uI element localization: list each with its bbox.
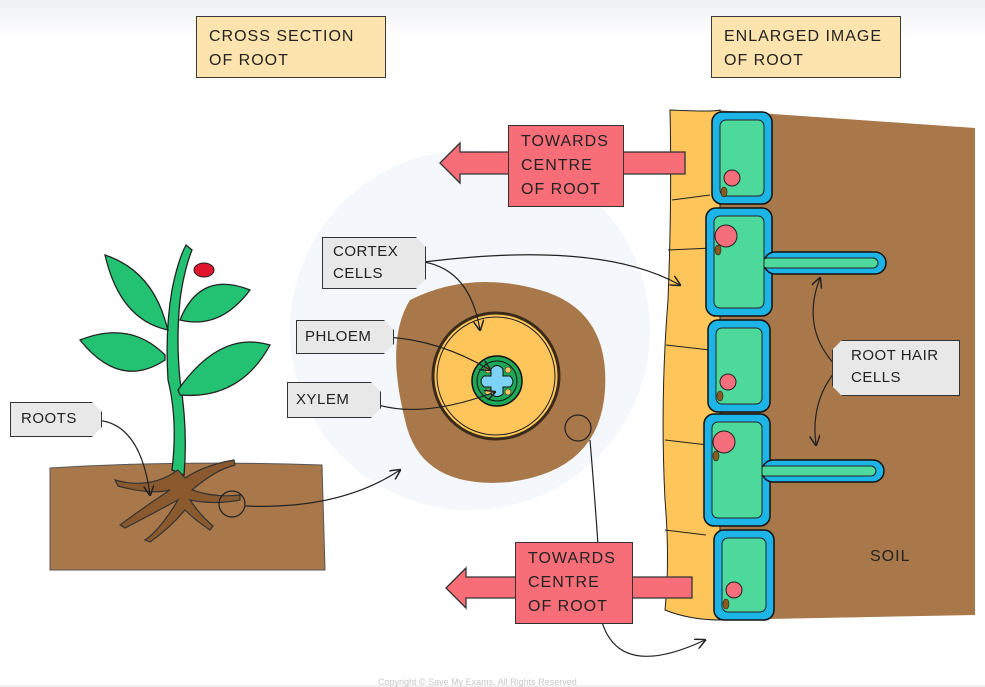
stem — [166, 243, 193, 476]
mitochondrion — [714, 244, 722, 256]
connector-lines — [92, 254, 839, 657]
root-hair-cytoplasm — [759, 465, 877, 477]
plant-illustration — [49, 243, 326, 571]
leaf — [78, 332, 166, 372]
nucleus — [725, 581, 743, 599]
copyright-text: Copyright © Save My Exams. All Rights Re… — [378, 677, 577, 687]
zoom-circle — [564, 414, 592, 442]
mitochondrion — [716, 390, 724, 402]
zoom-circle — [218, 490, 246, 518]
label-soil: SOIL — [870, 548, 911, 565]
label-roots: ROOTS — [10, 402, 102, 437]
phloem-dot — [504, 366, 512, 374]
root-hair-cytoplasm — [761, 257, 879, 269]
leaf — [179, 283, 252, 323]
towards-centre-label-top: TOWARDS CENTRE OF ROOT — [508, 125, 624, 207]
title-cross-section: CROSS SECTION OF ROOT — [196, 16, 386, 78]
soil-block — [49, 462, 326, 571]
phloem-dot — [504, 388, 512, 396]
mitochondrion — [720, 186, 728, 198]
cytoplasm — [715, 327, 763, 405]
cytoplasm — [719, 119, 765, 197]
root-cells — [703, 111, 887, 621]
leaf — [177, 341, 271, 397]
roots-drawing — [113, 459, 241, 543]
towards-centre-label-bottom: TOWARDS CENTRE OF ROOT — [515, 542, 633, 624]
nucleus — [723, 169, 741, 187]
leaf — [104, 254, 169, 331]
nucleus — [714, 224, 738, 248]
label-cortex-cells: CORTEX CELLS — [322, 237, 426, 289]
cross-section — [396, 282, 606, 483]
nucleus — [719, 373, 737, 391]
label-phloem: PHLOEM — [296, 320, 394, 354]
mitochondrion — [712, 450, 720, 462]
xylem-cross — [480, 365, 514, 397]
label-xylem: XYLEM — [287, 382, 381, 418]
mitochondrion — [722, 598, 730, 610]
flower-bud — [193, 262, 215, 278]
nucleus — [712, 430, 736, 454]
label-root-hair-cells: ROOT HAIR CELLS — [832, 340, 960, 396]
title-enlarged-image: ENLARGED IMAGE OF ROOT — [711, 16, 901, 78]
